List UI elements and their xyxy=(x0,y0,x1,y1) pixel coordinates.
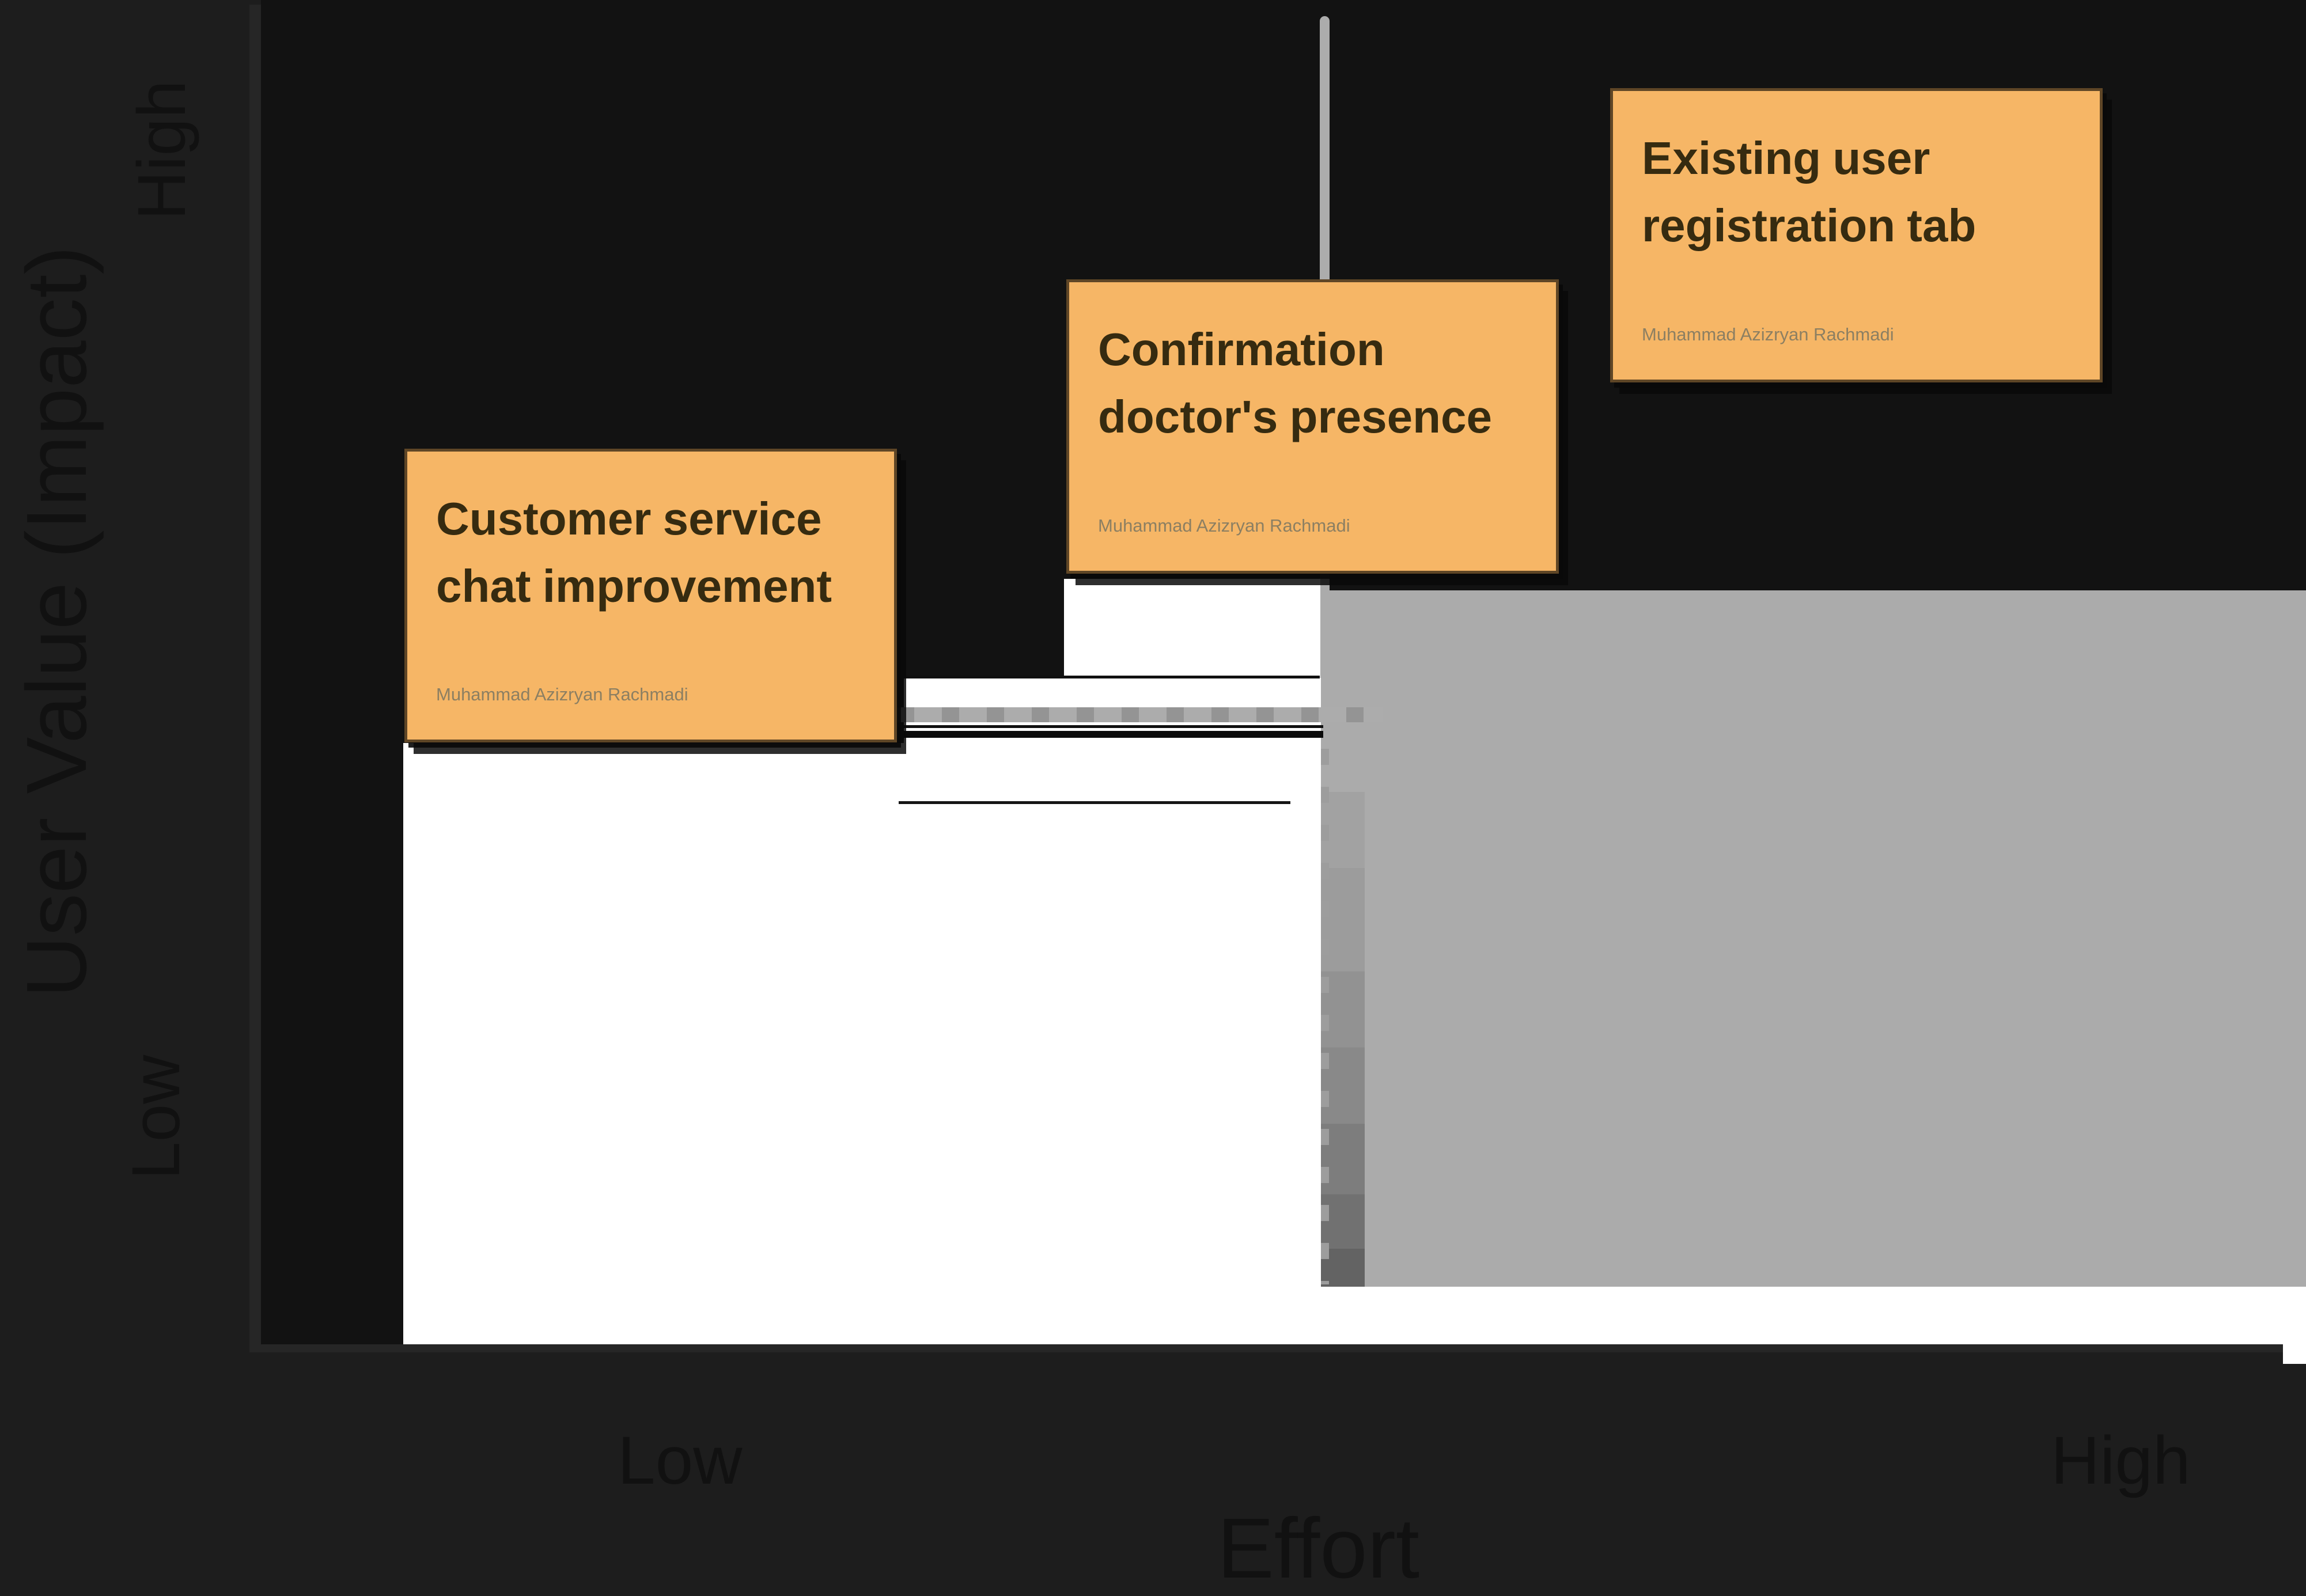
dashed-divider-segment xyxy=(1321,749,1329,1284)
white-quadrant-rectangle[interactable] xyxy=(403,743,1321,1344)
sticky-note[interactable]: Existing user registration tab Muhammad … xyxy=(1610,88,2103,382)
y-axis-tick-high: High xyxy=(124,80,200,220)
card-edge-line xyxy=(904,676,1320,678)
y-axis-tick-low: Low xyxy=(118,1055,194,1180)
y-axis-line xyxy=(249,5,261,1352)
x-axis-line xyxy=(249,1344,2283,1352)
sticky-note-author: Muhammad Azizryan Rachmadi xyxy=(1098,515,1350,536)
sticky-note-title: Customer service chat improvement xyxy=(436,493,832,612)
card-edge-line xyxy=(899,801,1290,804)
sticky-note-title: Confirmation doctor's presence xyxy=(1098,324,1492,442)
sticky-note-author: Muhammad Azizryan Rachmadi xyxy=(1642,324,1894,344)
white-strip-below-gray xyxy=(1321,1287,2283,1344)
x-axis-tick-low: Low xyxy=(618,1423,743,1499)
sticky-note[interactable]: Confirmation doctor's presence Muhammad … xyxy=(1066,279,1559,574)
sticky-note-title: Existing user registration tab xyxy=(1642,132,1976,251)
gray-rectangle-shape[interactable] xyxy=(1294,590,2306,1287)
x-axis-tick-high: High xyxy=(2051,1423,2191,1499)
white-card-stack-top[interactable] xyxy=(1064,579,1320,678)
card-edge-line xyxy=(904,725,1323,728)
card-edge-line xyxy=(904,731,1323,738)
canvas-margin xyxy=(0,0,249,1576)
y-axis-title: User Value (Impact) xyxy=(9,246,104,998)
white-corner-step xyxy=(2283,1287,2306,1364)
sticky-note[interactable]: Customer service chat improvement Muhamm… xyxy=(404,449,897,742)
x-axis-title: Effort xyxy=(1217,1501,1419,1596)
horizontal-divider-line xyxy=(897,707,1383,722)
sticky-note-author: Muhammad Azizryan Rachmadi xyxy=(436,684,688,704)
